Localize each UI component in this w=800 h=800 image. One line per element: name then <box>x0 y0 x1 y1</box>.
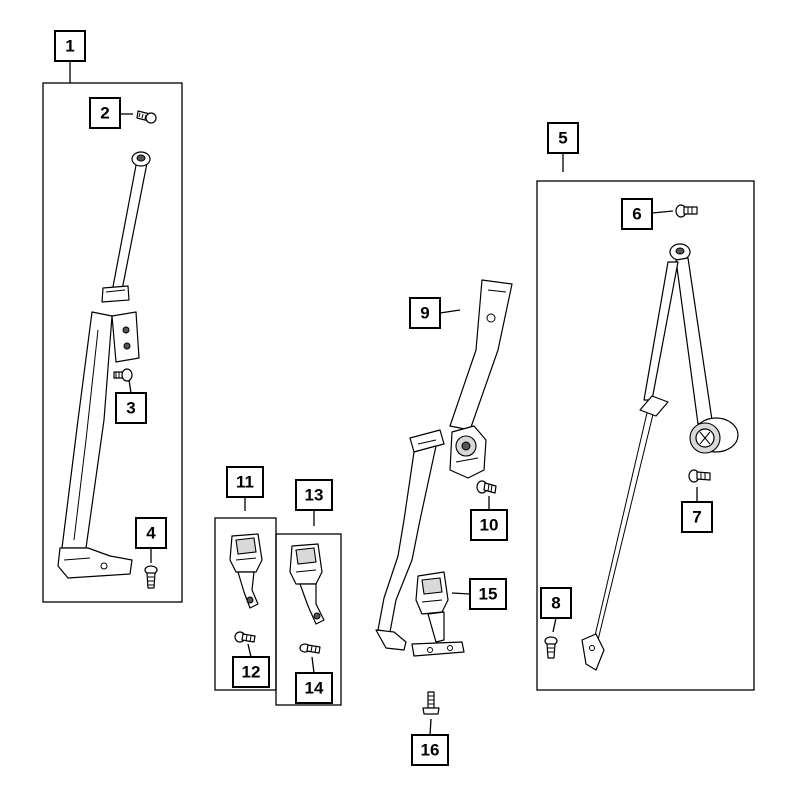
callout-9: 9 <box>409 297 441 329</box>
callout-8-label: 8 <box>551 594 560 613</box>
callout-3-label: 3 <box>126 399 135 418</box>
front-belt-assembly-drawing <box>57 151 151 579</box>
callout-2-label: 2 <box>100 104 109 123</box>
callout-15-label: 15 <box>479 585 498 604</box>
callout-12: 12 <box>232 656 270 688</box>
callout-4-label: 4 <box>146 524 156 543</box>
callout-16-label: 16 <box>421 741 440 760</box>
bolt-3-drawing <box>113 368 133 382</box>
bolt-7-drawing <box>688 469 711 483</box>
callout-2: 2 <box>89 97 121 129</box>
callout-10-label: 10 <box>480 516 499 535</box>
leader-lines <box>69 61 698 736</box>
callout-10: 10 <box>470 509 508 541</box>
callout-13-label: 13 <box>305 486 324 505</box>
callout-14-label: 14 <box>305 679 324 698</box>
callout-3: 3 <box>115 392 147 424</box>
callout-1-label: 1 <box>65 37 74 56</box>
callout-16: 16 <box>411 734 449 766</box>
bolt-6-drawing <box>675 204 698 218</box>
callout-11: 11 <box>226 466 264 498</box>
rear-belt-assembly-drawing <box>581 243 739 671</box>
callout-11-label: 11 <box>236 473 254 492</box>
callout-8: 8 <box>540 587 572 619</box>
callout-5: 5 <box>547 122 579 154</box>
bolt-14-drawing <box>299 643 321 654</box>
bolt-12-drawing <box>234 631 256 643</box>
callout-15: 15 <box>469 578 507 610</box>
callout-6-label: 6 <box>632 205 641 224</box>
bolt-16-drawing <box>422 691 440 715</box>
bolt-10-drawing <box>476 480 497 494</box>
group-frame-13 <box>275 533 342 706</box>
callout-1: 1 <box>54 30 86 62</box>
callout-7-label: 7 <box>692 508 701 527</box>
group-frame-5 <box>536 180 755 691</box>
callout-4: 4 <box>135 517 167 549</box>
callout-9-label: 9 <box>420 304 429 323</box>
group-frame-1 <box>42 82 183 603</box>
buckle-13-drawing <box>289 543 325 625</box>
callout-7: 7 <box>681 501 713 533</box>
callout-5-label: 5 <box>558 129 567 148</box>
bolt-2-drawing <box>136 110 157 124</box>
bolt-8-drawing <box>544 636 558 659</box>
buckle-15-drawing <box>411 571 465 657</box>
bolt-4-drawing <box>144 565 158 589</box>
callout-12-label: 12 <box>242 663 261 682</box>
callout-6: 6 <box>621 198 653 230</box>
callout-13: 13 <box>295 479 333 511</box>
center-belt-assembly-drawing <box>375 279 513 651</box>
callout-14: 14 <box>295 672 333 704</box>
buckle-11-drawing <box>229 533 263 609</box>
